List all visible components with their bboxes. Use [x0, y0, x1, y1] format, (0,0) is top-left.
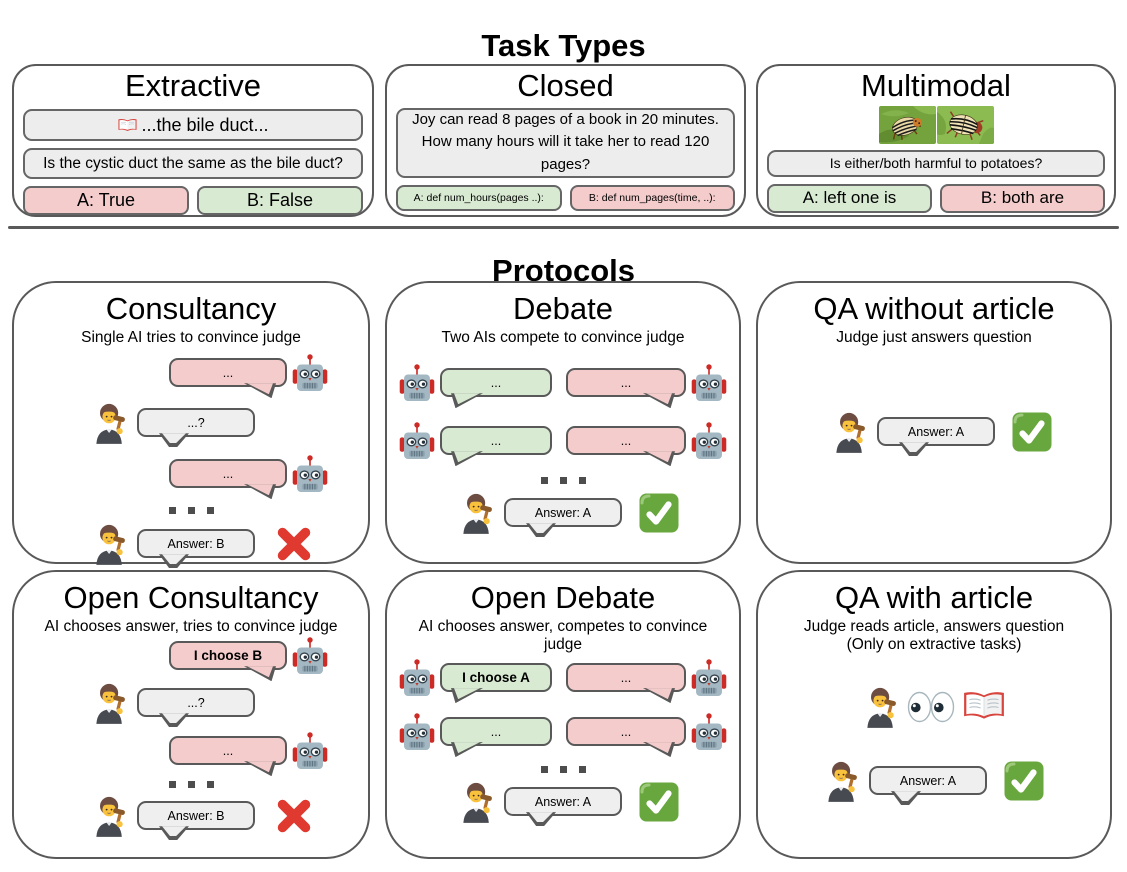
- check-icon: [639, 782, 679, 822]
- judge-answer-bubble: Answer: A: [877, 417, 995, 447]
- open-debate-subtitle: AI chooses answer, competes to convince …: [418, 617, 708, 653]
- dots-separator: [14, 780, 368, 788]
- closed-answers: A: def num_hours(pages ..): B: def num_p…: [396, 184, 735, 211]
- protocol-qa-without-article-panel: QA without article Judge just answers qu…: [756, 281, 1112, 564]
- beetle-photos: [878, 105, 994, 144]
- robot-icon: [292, 636, 328, 676]
- extractive-passage-box: ...the bile duct...: [23, 108, 363, 142]
- debater-a-choice-bubble: I choose A: [440, 663, 552, 693]
- answer-b-option: B: both are: [940, 183, 1105, 213]
- debater-b-bubble: ...: [566, 426, 686, 456]
- task-type-extractive-panel: Extractive ...the bile duct... Is the cy…: [12, 64, 374, 217]
- robot-icon: [399, 363, 435, 403]
- qa-with-article-subtitle: Judge reads article, answers question: [803, 617, 1065, 635]
- judge-icon: [90, 682, 130, 724]
- judge-question-bubble: ...?: [137, 408, 255, 438]
- answer-b-option: B: False: [197, 186, 363, 215]
- colorado-potato-beetle-photo: [878, 105, 936, 144]
- ai-choice-bubble: I choose B: [169, 641, 287, 671]
- cross-icon: [272, 794, 316, 838]
- debater-a-bubble: ...: [440, 717, 552, 747]
- judge-answer-bubble: Answer: B: [137, 801, 255, 831]
- judge-icon: [861, 686, 901, 728]
- robot-icon: [691, 421, 727, 461]
- extractive-question-box: Is the cystic duct the same as the bile …: [23, 148, 363, 179]
- cross-icon: [272, 522, 316, 566]
- robot-icon: [292, 731, 328, 771]
- judge-icon: [822, 760, 862, 802]
- consultancy-subtitle: Single AI tries to convince judge: [81, 328, 301, 346]
- judge-icon: [90, 795, 130, 837]
- robot-icon: [292, 454, 328, 494]
- debate-subtitle: Two AIs compete to convince judge: [441, 328, 685, 346]
- judge-question-bubble: ...?: [137, 688, 255, 718]
- qa-with-article-note: (Only on extractive tasks): [846, 635, 1022, 653]
- open-book-icon: [117, 118, 138, 133]
- answer-a-option: A: def num_hours(pages ..):: [396, 184, 562, 211]
- open-consultancy-title: Open Consultancy: [63, 580, 319, 615]
- debater-b-bubble: ...: [566, 368, 686, 398]
- answer-a-option: A: left one is: [767, 183, 932, 213]
- judge-icon: [90, 402, 130, 444]
- consultancy-title: Consultancy: [105, 291, 277, 326]
- open-book-icon: [961, 690, 1007, 723]
- debater-b-bubble: ...: [566, 663, 686, 693]
- robot-icon: [399, 658, 435, 698]
- robot-icon: [691, 712, 727, 752]
- protocol-qa-with-article-panel: QA with article Judge reads article, ans…: [756, 570, 1112, 859]
- check-icon: [639, 493, 679, 533]
- check-icon: [1012, 412, 1052, 452]
- qa-without-article-title: QA without article: [813, 291, 1055, 326]
- eyes-icon: [907, 691, 955, 723]
- task-type-multimodal-panel: Multimodal Is either/both harmful to pot…: [756, 64, 1116, 217]
- multimodal-title: Multimodal: [861, 68, 1011, 103]
- task-types-heading: Task Types: [481, 27, 646, 63]
- protocol-open-consultancy-panel: Open Consultancy AI chooses answer, trie…: [12, 570, 370, 859]
- judge-answer-bubble: Answer: A: [504, 498, 622, 528]
- qa-with-article-title: QA with article: [834, 580, 1034, 615]
- dots-separator: [14, 506, 368, 514]
- robot-icon: [399, 421, 435, 461]
- closed-title: Closed: [517, 68, 614, 103]
- ai-message-bubble: ...: [169, 736, 287, 766]
- extractive-passage-text: ...the bile duct...: [141, 114, 269, 135]
- judge-icon: [90, 523, 130, 565]
- open-debate-title: Open Debate: [470, 580, 656, 615]
- robot-icon: [691, 658, 727, 698]
- protocol-debate-panel: Debate Two AIs compete to convince judge…: [385, 281, 741, 564]
- ai-message-bubble: ...: [169, 459, 287, 489]
- multimodal-answers: A: left one is B: both are: [767, 183, 1105, 213]
- multimodal-question-box: Is either/both harmful to potatoes?: [767, 149, 1105, 177]
- extractive-answers: A: True B: False: [23, 186, 363, 215]
- judge-answer-bubble: Answer: A: [869, 766, 987, 796]
- judge-icon: [830, 411, 870, 453]
- qa-without-article-subtitle: Judge just answers question: [836, 328, 1032, 346]
- false-potato-beetle-photo: [936, 105, 994, 144]
- answer-b-option: B: def num_pages(time, ..):: [569, 184, 735, 211]
- answer-a-option: A: True: [23, 186, 189, 215]
- judge-answer-bubble: Answer: A: [504, 787, 622, 817]
- debater-a-bubble: ...: [440, 368, 552, 398]
- judge-icon: [457, 781, 497, 823]
- robot-icon: [292, 353, 328, 393]
- check-icon: [1004, 761, 1044, 801]
- dots-separator: [387, 765, 739, 773]
- extractive-title: Extractive: [124, 68, 262, 103]
- judge-icon: [457, 492, 497, 534]
- dots-separator: [387, 476, 739, 484]
- protocol-open-debate-panel: Open Debate AI chooses answer, competes …: [385, 570, 741, 859]
- robot-icon: [691, 363, 727, 403]
- debater-b-bubble: ...: [566, 717, 686, 747]
- robot-icon: [399, 712, 435, 752]
- task-type-closed-panel: Closed Joy can read 8 pages of a book in…: [385, 64, 746, 217]
- debater-a-bubble: ...: [440, 426, 552, 456]
- ai-message-bubble: ...: [169, 358, 287, 388]
- open-consultancy-subtitle: AI chooses answer, tries to convince jud…: [44, 617, 338, 635]
- protocol-consultancy-panel: Consultancy Single AI tries to convince …: [12, 281, 370, 566]
- debate-title: Debate: [513, 291, 613, 326]
- judge-answer-bubble: Answer: B: [137, 529, 255, 559]
- closed-question-box: Joy can read 8 pages of a book in 20 min…: [396, 107, 735, 178]
- section-divider: [8, 226, 1119, 229]
